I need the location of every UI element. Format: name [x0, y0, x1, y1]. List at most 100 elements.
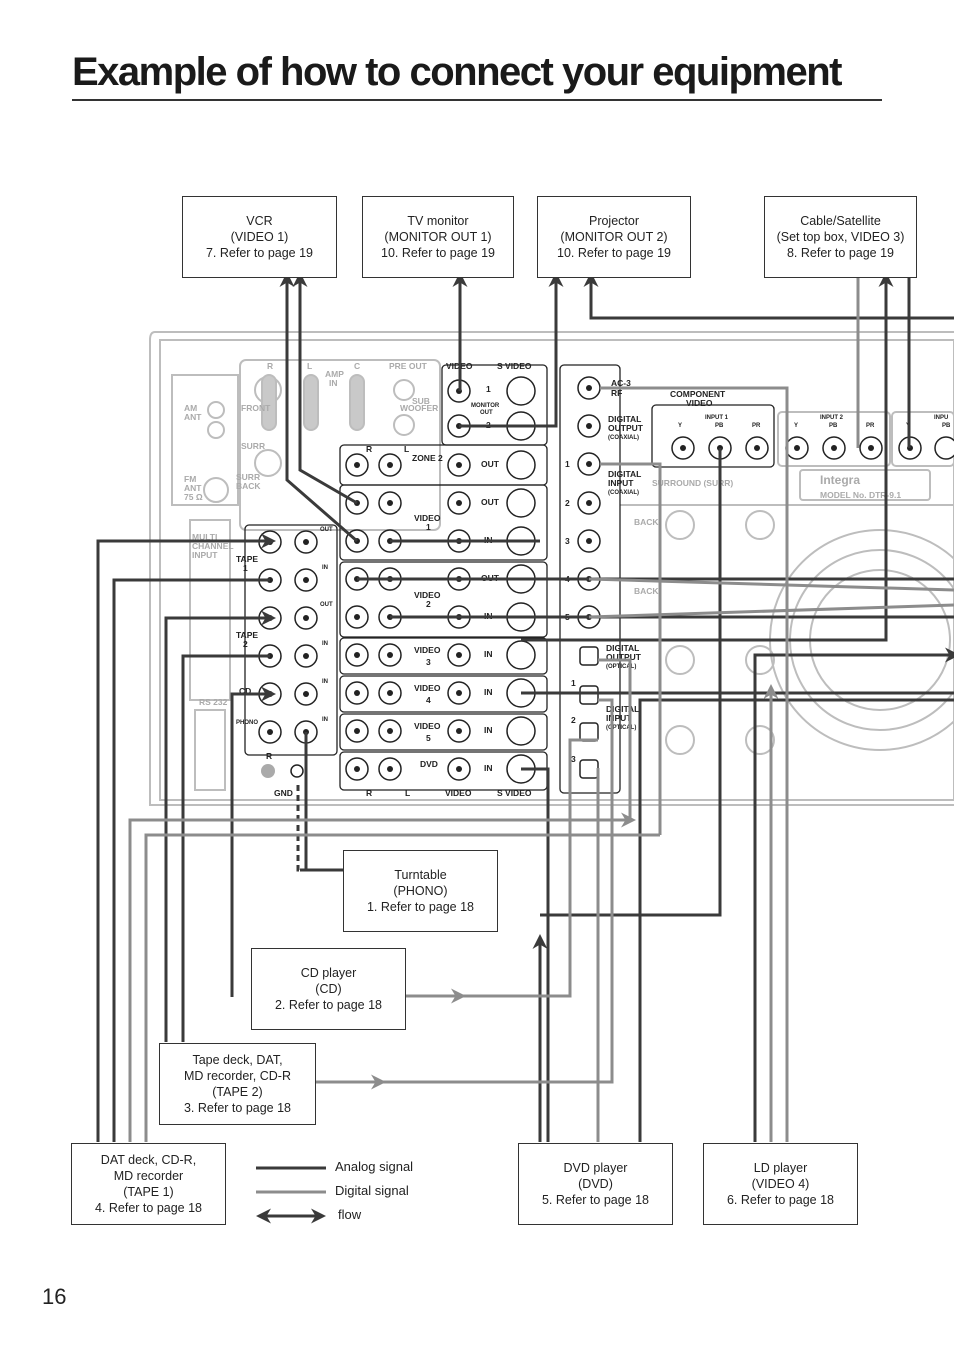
svg-text:INPU: INPU — [934, 415, 948, 421]
svg-text:1: 1 — [486, 384, 491, 394]
svg-text:IN: IN — [322, 641, 328, 647]
svg-text:S VIDEO: S VIDEO — [497, 361, 532, 371]
svg-text:(COAXIAL): (COAXIAL) — [608, 435, 639, 441]
svg-text:3: 3 — [565, 536, 570, 546]
cable-satellite-box: Cable/Satellite (Set top box, VIDEO 3) 8… — [764, 196, 917, 278]
svg-text:75 Ω: 75 Ω — [184, 492, 203, 502]
svg-text:OUT: OUT — [320, 527, 333, 533]
ld-player-box: LD player (VIDEO 4) 6. Refer to page 18 — [703, 1143, 858, 1225]
svg-text:3: 3 — [426, 657, 431, 667]
svg-text:IN: IN — [484, 725, 493, 735]
svg-text:DIGITAL: DIGITAL — [606, 704, 639, 714]
device-ref: 6. Refer to page 18 — [726, 1193, 835, 1207]
device-sub: (VIDEO 4) — [751, 1177, 810, 1191]
front-amp-jacks — [261, 374, 365, 431]
video-jack-panel — [244, 364, 775, 794]
optical-jacks — [579, 646, 599, 779]
svg-text:CD: CD — [239, 686, 251, 696]
svg-text:PHONO: PHONO — [236, 720, 258, 726]
svg-text:VIDEO: VIDEO — [445, 788, 472, 798]
svg-text:DIGITAL: DIGITAL — [608, 469, 641, 479]
svg-text:3: 3 — [571, 754, 576, 764]
device-sub: (VIDEO 1) — [230, 230, 289, 244]
svg-text:(OPTICAL): (OPTICAL) — [606, 725, 636, 731]
svg-text:INPUT 1: INPUT 1 — [705, 415, 729, 421]
svg-text:IN: IN — [484, 649, 493, 659]
svg-text:DIGITAL: DIGITAL — [606, 643, 639, 653]
device-ref: 1. Refer to page 18 — [366, 900, 475, 914]
svg-text:OUT: OUT — [481, 459, 500, 469]
svg-text:2: 2 — [565, 498, 570, 508]
device-line: MD recorder — [113, 1169, 184, 1183]
svg-text:BACK: BACK — [634, 586, 659, 596]
svg-text:OUT: OUT — [320, 602, 333, 608]
svg-text:ANT: ANT — [184, 412, 202, 422]
svg-text:ANT: ANT — [184, 483, 202, 493]
device-sub: (TAPE 1) — [123, 1185, 174, 1199]
svg-text:AMP: AMP — [325, 369, 344, 379]
svg-text:1: 1 — [243, 563, 248, 573]
svg-text:TAPE: TAPE — [236, 554, 258, 564]
gnd-screw — [261, 764, 275, 778]
device-line: DAT deck, CD-R, — [100, 1153, 197, 1167]
svg-text:VIDEO: VIDEO — [414, 645, 441, 655]
device-name: Cable/Satellite — [800, 214, 881, 228]
svg-text:L: L — [404, 444, 409, 454]
gnd-terminal — [290, 764, 304, 778]
panel-labels: VIDEO S VIDEO 1 MONITOR OUT 2 R L ZONE 2… — [236, 361, 951, 798]
svg-text:PR: PR — [752, 423, 761, 429]
vcr-box: VCR (VIDEO 1) 7. Refer to page 19 — [182, 196, 337, 278]
svg-text:VIDEO: VIDEO — [686, 398, 713, 408]
dvd-player-box: DVD player (DVD) 5. Refer to page 18 — [518, 1143, 673, 1225]
svg-text:4: 4 — [426, 695, 431, 705]
dat-deck-box: DAT deck, CD-R, MD recorder (TAPE 1) 4. … — [71, 1143, 226, 1225]
svg-text:SURROUND (SURR): SURROUND (SURR) — [652, 478, 733, 488]
device-sub: (DVD) — [578, 1177, 613, 1191]
device-ref: 5. Refer to page 18 — [541, 1193, 650, 1207]
svg-text:MONITOR: MONITOR — [471, 403, 500, 409]
svg-text:INPUT: INPUT — [192, 550, 218, 560]
chassis-labels: R L C PRE OUT AMP IN FRONT SURR SURR BAC… — [184, 361, 901, 707]
svg-text:1: 1 — [571, 678, 576, 688]
projector-box: Projector (MONITOR OUT 2) 10. Refer to p… — [537, 196, 691, 278]
svg-text:RF: RF — [611, 388, 622, 398]
device-sub: (MONITOR OUT 2) — [560, 230, 668, 244]
device-line: Tape deck, DAT, — [192, 1053, 283, 1067]
svg-text:L: L — [405, 788, 410, 798]
device-name: VCR — [246, 214, 273, 228]
svg-text:INPUT: INPUT — [606, 713, 632, 723]
svg-text:OUT: OUT — [480, 410, 493, 416]
svg-text:(OPTICAL): (OPTICAL) — [606, 664, 636, 670]
svg-text:IN: IN — [322, 565, 328, 571]
device-ref: 10. Refer to page 19 — [557, 246, 671, 260]
svg-text:R: R — [266, 751, 272, 761]
svg-text:L: L — [307, 361, 312, 371]
svg-text:Y: Y — [794, 423, 798, 429]
svg-text:PB: PB — [829, 423, 838, 429]
tape-deck-box: Tape deck, DAT, MD recorder, CD-R (TAPE … — [159, 1043, 316, 1125]
legend-analog-label: Analog signal — [335, 1159, 414, 1174]
svg-text:OUTPUT: OUTPUT — [608, 423, 644, 433]
page-number: 16 — [42, 1284, 67, 1309]
svg-text:R: R — [366, 788, 372, 798]
turntable-box: Turntable (PHONO) 1. Refer to page 18 — [343, 850, 498, 932]
cd-player-box: CD player (CD) 2. Refer to page 18 — [251, 948, 406, 1030]
svg-text:PR: PR — [866, 423, 875, 429]
svg-text:DVD: DVD — [420, 759, 438, 769]
device-ref: 10. Refer to page 19 — [381, 246, 495, 260]
analog-cables — [96, 272, 954, 1142]
svg-text:Y: Y — [678, 423, 682, 429]
title-rule — [72, 99, 882, 101]
svg-text:MODEL No. DTR-9.1: MODEL No. DTR-9.1 — [820, 490, 901, 500]
svg-text:AM: AM — [184, 403, 197, 413]
svg-text:R: R — [366, 444, 372, 454]
svg-text:BACK: BACK — [634, 517, 659, 527]
svg-text:IN: IN — [484, 763, 493, 773]
svg-text:TAPE: TAPE — [236, 630, 258, 640]
svg-text:BACK: BACK — [236, 481, 261, 491]
gnd-wire — [296, 785, 343, 872]
page-title: Example of how to connect your equipment — [72, 50, 842, 94]
device-name: TV monitor — [407, 214, 469, 228]
svg-text:AC-3: AC-3 — [611, 378, 631, 388]
svg-text:RS 232: RS 232 — [199, 697, 228, 707]
